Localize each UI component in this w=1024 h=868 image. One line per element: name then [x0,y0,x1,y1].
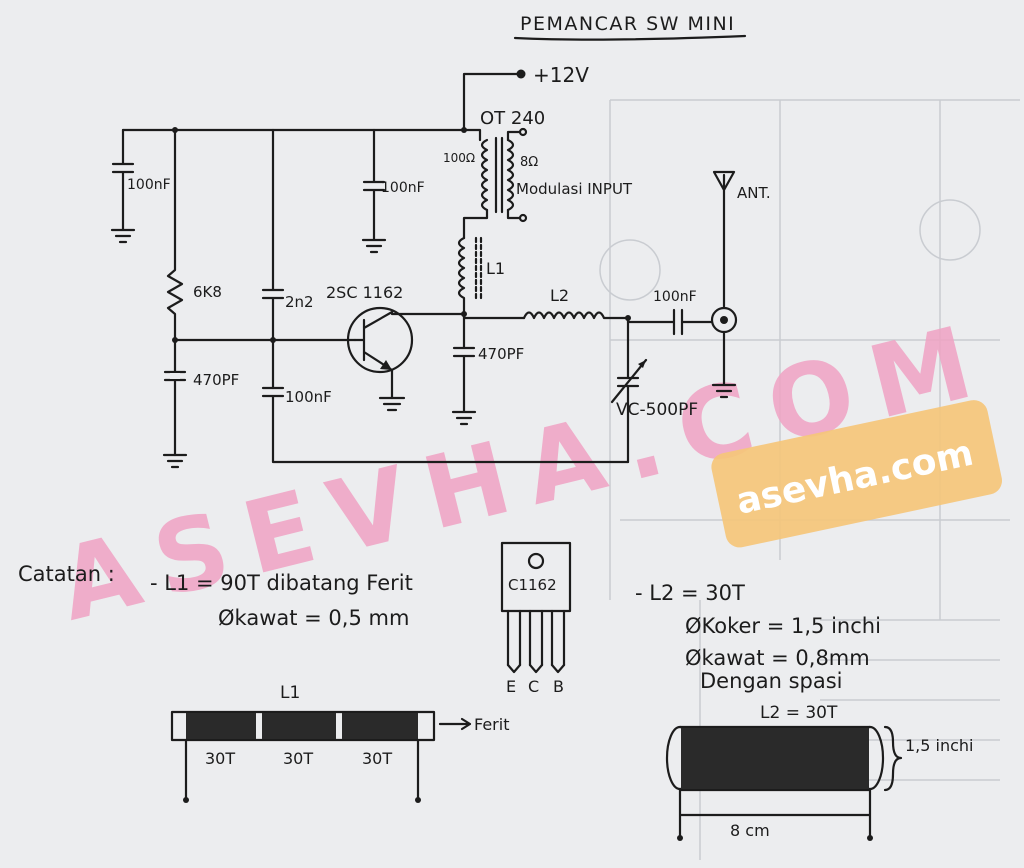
note-l1-line2: Økawat = 0,5 mm [218,606,409,630]
supply-wire [462,72,523,132]
label-c-out: 100nF [653,289,697,305]
l1-arrow-label: Ferit [474,715,509,734]
background-ghost-schematic [599,99,1020,860]
capacitor-470pf-right [451,312,477,426]
label-l2: L2 [550,286,569,305]
pin-e: E [506,677,516,696]
junction-dot [270,337,276,343]
title-underline [513,34,747,41]
pin-b: B [553,677,564,696]
label-c-left: 100nF [127,177,171,193]
label-c-100-bottom: 100nF [285,388,332,406]
page-title: PEMANCAR SW MINI [520,13,735,35]
label-secondary: 8Ω [520,155,538,170]
note-l2-line2: ØKoker = 1,5 inchi [685,614,881,638]
transformer-ot240 [462,127,528,240]
notes-heading: Catatan : [18,562,115,586]
label-l1: L1 [486,259,505,278]
l2-length-label: 8 cm [730,821,770,840]
label-vc: VC-500PF [616,400,698,420]
capacitor-2n2 [261,128,285,390]
supply-label: +12V [533,63,589,87]
resistor-6k8 [166,128,184,457]
antenna [710,170,738,399]
watermark-badge: asevha.com [711,400,1003,548]
label-c470-right: 470PF [478,345,524,363]
l2-coil-form [665,725,903,841]
label-c-2n2: 2n2 [285,293,314,311]
note-l2-line4: Dengan spasi [700,669,843,693]
label-modulation-input: Modulasi INPUT [516,180,633,198]
transistor-2sc1162 [346,306,466,412]
l2-diagram-title: L2 = 30T [760,703,838,723]
label-r-bias: 6K8 [193,283,222,301]
note-l2-line3: Økawat = 0,8mm [685,646,870,670]
label-antenna: ANT. [737,184,771,202]
package-label: C1162 [508,576,557,594]
l2-diameter-label: 1,5 inchi [905,736,974,755]
variable-capacitor [610,316,648,464]
label-c470-left: 470PF [193,371,239,389]
inductor-l2 [522,311,630,320]
l1-section-3: 30T [362,749,392,768]
label-c-mid: 100nF [381,180,425,196]
label-transistor: 2SC 1162 [326,283,403,302]
l1-section-1: 30T [205,749,235,768]
inductor-l1 [457,236,483,316]
capacitor-470pf-left [162,370,188,469]
capacitor-100nf-output [626,308,714,336]
label-primary: 100Ω [443,151,475,165]
l1-ferrite-rod [170,710,472,803]
note-l2-line1: - L2 = 30T [635,581,745,605]
capacitor-100nf-left [110,128,136,244]
capacitor-100nf-bottom [261,386,630,464]
note-l1-line1: - L1 = 90T dibatang Ferit [150,571,413,595]
package-c1162 [500,541,572,674]
capacitor-100nf-mid [361,128,387,254]
l1-section-2: 30T [283,749,313,768]
pin-c: C [528,677,539,696]
label-transformer: OT 240 [480,108,545,129]
l1-diagram-title: L1 [280,683,300,703]
